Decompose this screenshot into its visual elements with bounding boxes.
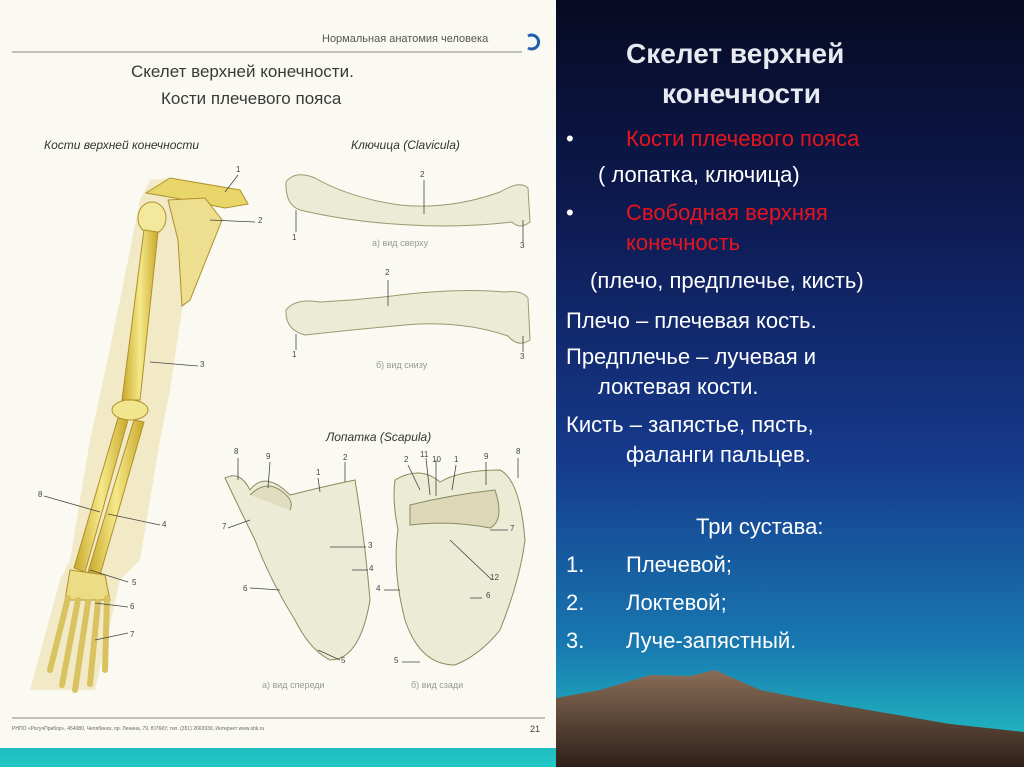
- callout: 1: [454, 455, 459, 464]
- page-artwork: [12, 33, 545, 719]
- callout: 12: [490, 573, 499, 582]
- joint-label: Локтевой;: [626, 590, 727, 615]
- clavicle-upper-view: [285, 174, 531, 227]
- callout: 3: [520, 352, 525, 361]
- callout: 6: [243, 584, 248, 593]
- item-free-limb-line2: конечность: [626, 230, 741, 255]
- item-free-limb-line1: Свободная верхняя: [626, 200, 828, 225]
- callout: 11: [420, 450, 429, 459]
- callout: 9: [484, 452, 489, 461]
- joint-number: 2.: [566, 590, 585, 615]
- logo-icon: [527, 33, 541, 51]
- callout: 8: [38, 490, 43, 499]
- callout: 7: [130, 630, 135, 639]
- callout: 6: [130, 602, 135, 611]
- page-title-line2: Кости плечевого пояса: [161, 89, 342, 108]
- caption-clavicle-bottom: б) вид снизу: [376, 360, 428, 370]
- line-forearm-1: Предплечье – лучевая и: [566, 344, 817, 369]
- page-footer: РНПО «РосучПрибор», 454080, Челябинск, п…: [12, 726, 265, 732]
- callout: 5: [132, 578, 137, 587]
- line-hand-2: фаланги пальцев.: [626, 442, 811, 467]
- bullet-marker: •: [566, 200, 574, 225]
- mountain-silhouette: [556, 670, 1024, 767]
- caption-scapula-front: а) вид спереди: [262, 680, 325, 690]
- arm-label-lines: [43, 174, 256, 641]
- arm-skeleton-illustration: [30, 177, 249, 693]
- label-limb-bones: Кости верхней конечности: [44, 138, 200, 152]
- scapula-label-lines: [227, 457, 519, 663]
- callout: 3: [368, 541, 373, 550]
- callout: 7: [510, 524, 515, 533]
- callout: 1: [292, 233, 297, 242]
- callout: 2: [258, 216, 263, 225]
- joint-label: Луче-запястный.: [626, 628, 797, 653]
- caption-scapula-back: б) вид сзади: [411, 680, 464, 690]
- label-scapula: Лопатка (Scapula): [326, 430, 432, 444]
- callout: 6: [486, 591, 491, 600]
- line-hand-1: Кисть – запястье, пясть,: [566, 412, 814, 437]
- callout: 3: [200, 360, 205, 369]
- scapula-front-view: [224, 475, 371, 661]
- scapula-back-view: [393, 469, 526, 666]
- bullet-marker: •: [566, 126, 574, 151]
- callout: 1: [292, 350, 297, 359]
- line-shoulder: Плечо – плечевая кость.: [566, 308, 817, 333]
- callout: 5: [394, 656, 399, 665]
- item-shoulder-girdle-detail: ( лопатка, ключица): [598, 162, 800, 187]
- joint-label: Плечевой;: [626, 552, 732, 577]
- callout: 1: [316, 468, 321, 477]
- callout: 9: [266, 452, 271, 461]
- callout: 8: [516, 447, 521, 456]
- joints-title: Три сустава:: [696, 514, 824, 539]
- slide-title-line2: конечности: [662, 78, 821, 109]
- textbook-page: Нормальная анатомия человека Скелет верх…: [0, 0, 556, 748]
- callout: 5: [341, 656, 346, 665]
- callout: 4: [376, 584, 381, 593]
- line-forearm-2: локтевая кости.: [598, 374, 759, 399]
- page-header: Нормальная анатомия человека: [322, 33, 489, 45]
- item-shoulder-girdle: Кости плечевого пояса: [626, 126, 860, 151]
- item-free-limb-detail: (плечо, предплечье, кисть): [590, 268, 864, 293]
- caption-clavicle-top: а) вид сверху: [372, 238, 429, 248]
- joint-number: 1.: [566, 552, 585, 577]
- label-clavicle: Ключица (Clavicula): [351, 138, 460, 152]
- page-number: 21: [530, 724, 541, 734]
- callout: 8: [234, 447, 239, 456]
- callout: 2: [343, 453, 348, 462]
- callout: 10: [432, 455, 441, 464]
- callout: 4: [369, 564, 374, 573]
- page-title-line1: Скелет верхней конечности.: [131, 62, 354, 81]
- callout: 2: [385, 268, 390, 277]
- callout: 3: [520, 241, 525, 250]
- callout: 2: [420, 170, 425, 179]
- joint-number: 3.: [566, 628, 585, 653]
- slide-title-line1: Скелет верхней: [626, 38, 845, 69]
- callout: 2: [404, 455, 409, 464]
- callout: 7: [222, 522, 227, 531]
- clavicle-label-lines: [295, 180, 524, 352]
- clavicle-lower-view: [285, 290, 531, 344]
- callout: 1: [236, 165, 241, 174]
- callout: 4: [162, 520, 167, 529]
